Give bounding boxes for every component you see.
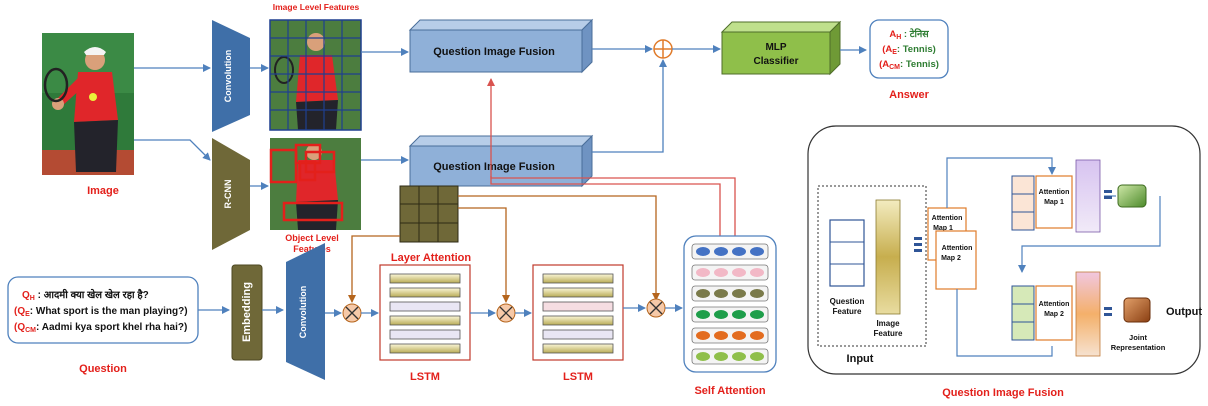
image-feature-label-1: Image: [876, 319, 900, 328]
fusion-block-1: [408, 18, 594, 74]
answer-english: (AE: Tennis): [882, 44, 936, 56]
object-level-features-label-1: Object Level: [285, 233, 339, 243]
rcnn-block: [212, 138, 250, 250]
equals-sign-3: [1104, 307, 1112, 316]
attention-map-2r-label-a: Attention: [1039, 301, 1070, 308]
lower-question-stack: [1011, 285, 1035, 341]
joint-label-2: Representation: [1111, 343, 1166, 352]
layer-attention-label: Layer Attention: [391, 252, 472, 264]
input-image: [42, 33, 134, 175]
image-level-features-label: Image Level Features: [273, 2, 360, 12]
fusion-detail-panel: [807, 125, 1201, 375]
upper-result-block: [1117, 184, 1147, 208]
object-level-features: [269, 138, 361, 230]
attention-map-1-label-a: Attention: [932, 215, 963, 222]
question-feature-label-1: Question: [830, 297, 865, 306]
question-english: (QE: What sport is the man playing?): [14, 306, 188, 318]
fusion-1-label: Question Image Fusion: [433, 46, 555, 58]
mlp-classifier: [720, 20, 842, 76]
question-label: Question: [79, 363, 127, 375]
attention-map-1r-label-a: Attention: [1039, 189, 1070, 196]
input-label: Input: [847, 353, 874, 365]
convolution-top-label: Convolution: [223, 50, 233, 103]
joint-label-1: Joint: [1129, 333, 1147, 342]
attention-map-2r-label-b: Map 2: [1044, 311, 1064, 318]
fusion-2-label: Question Image Fusion: [433, 161, 555, 173]
multiply-op-2: [496, 303, 516, 323]
lstm-1-label: LSTM: [410, 371, 440, 383]
joint-representation-bar: [1075, 271, 1101, 357]
answer-box: [869, 19, 949, 79]
sum-operator: [653, 39, 673, 59]
mlp-label-2: Classifier: [753, 56, 798, 67]
input-dashed-box: [817, 185, 927, 347]
object-level-features-label-2: Features: [293, 244, 331, 254]
embedding-block: [231, 264, 263, 361]
layer-attention-grid: [399, 185, 459, 243]
fusion-block-2: [408, 134, 594, 188]
embedding-label: Embedding: [241, 282, 253, 342]
multiply-op-1: [342, 303, 362, 323]
equals-sign-2: [1104, 190, 1112, 199]
image-feature-label-2: Feature: [874, 329, 903, 338]
question-codemixed: (QCM: Aadmi kya sport khel rha hai?): [14, 322, 187, 334]
answer-hindi: AH : टेनिस: [889, 28, 929, 41]
question-feature-block: [829, 219, 865, 287]
self-attention-label: Self Attention: [694, 385, 765, 397]
lstm-2-label: LSTM: [563, 371, 593, 383]
convolution-bottom-block: [286, 243, 325, 380]
upper-question-stack: [1011, 175, 1035, 231]
attention-map-1-label-b: Map 1: [933, 225, 953, 232]
upper-output-bar: [1075, 159, 1101, 233]
attention-map-2-card: [935, 230, 977, 290]
convolution-bottom-label: Convolution: [298, 286, 308, 339]
self-attention: [683, 235, 777, 373]
rcnn-label: R-CNN: [223, 180, 233, 209]
attention-map-1r-label-b: Map 1: [1044, 199, 1064, 206]
image-feature-block: [875, 199, 901, 315]
output-result-block: [1123, 297, 1151, 323]
answer-label: Answer: [889, 89, 929, 101]
answer-codemixed: (ACM: Tennis): [879, 59, 939, 71]
question-feature-label-2: Feature: [833, 307, 862, 316]
attention-map-2-right: [1035, 285, 1073, 341]
question-hindi: QH : आदमी क्या खेल खेल रहा है?: [22, 288, 149, 302]
convolution-top-block: [212, 20, 250, 132]
image-label: Image: [87, 185, 119, 197]
attention-map-1-right: [1035, 175, 1073, 229]
fusion-detail-caption: Question Image Fusion: [942, 387, 1064, 399]
mlp-label-1: MLP: [765, 42, 786, 53]
attention-map-2-label-b: Map 2: [941, 255, 961, 262]
equals-sign-1: [914, 237, 922, 252]
image-level-features: [269, 19, 362, 131]
lstm-1: [379, 264, 471, 361]
attention-map-2-label-a: Attention: [942, 245, 973, 252]
multiply-op-3: [646, 298, 666, 318]
lstm-2: [532, 264, 624, 361]
output-label: Output: [1166, 306, 1202, 318]
